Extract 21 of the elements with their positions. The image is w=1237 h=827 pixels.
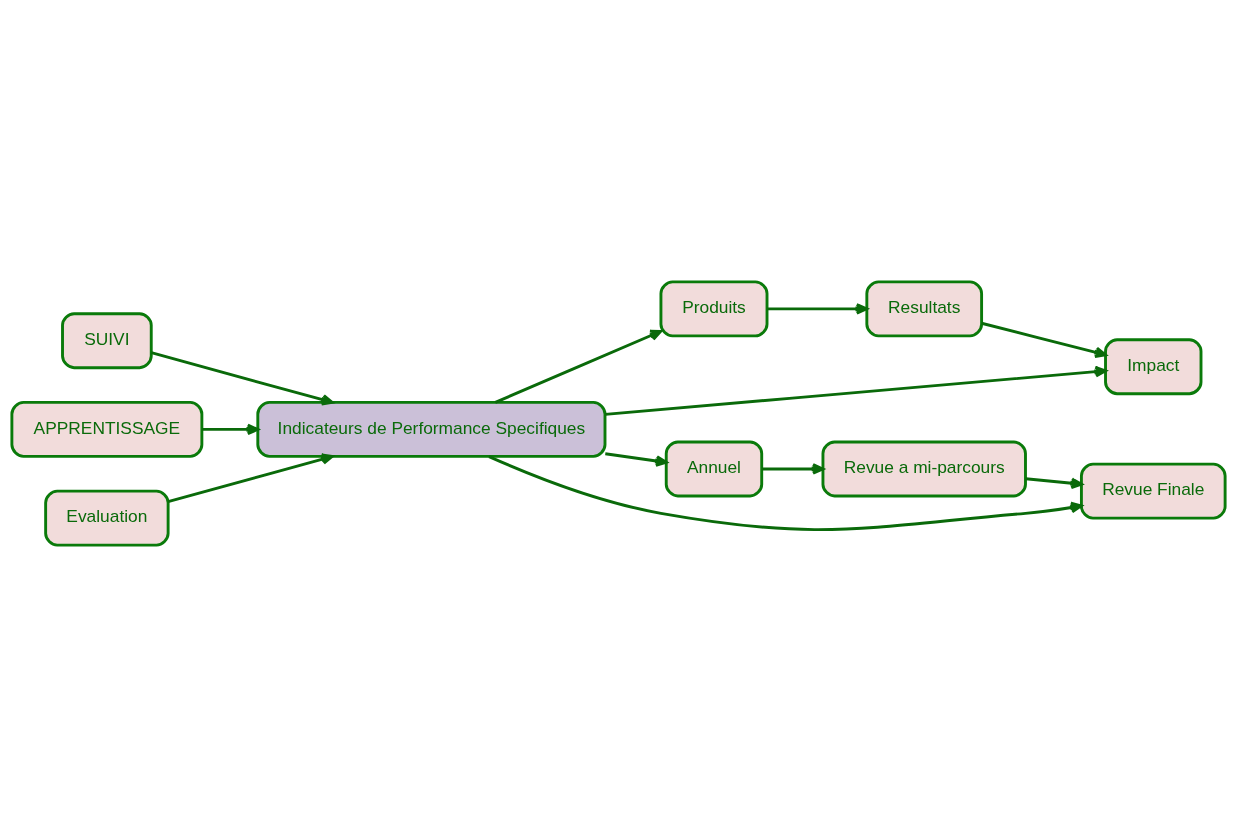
arrow xyxy=(767,303,868,315)
node-box: Impact xyxy=(1104,338,1203,396)
node-box: Annuel xyxy=(664,440,764,498)
node-box: Produits xyxy=(659,280,769,338)
node-box: Revue a mi-parcours xyxy=(821,440,1027,498)
arrow xyxy=(981,321,1107,359)
arrow xyxy=(167,453,334,503)
node-box: Resultats xyxy=(865,280,984,338)
arrow xyxy=(761,463,825,475)
node-box: Evaluation xyxy=(44,489,170,547)
arrow xyxy=(605,452,668,467)
arrow xyxy=(488,455,1083,532)
arrow xyxy=(1025,477,1083,490)
arrow xyxy=(150,351,334,406)
arrow xyxy=(202,423,259,436)
arrow xyxy=(605,365,1107,416)
node-box: SUIVI xyxy=(61,312,153,370)
arrow xyxy=(494,329,663,404)
node-box: APPRENTISSAGE xyxy=(10,400,204,458)
node-box: Revue Finale xyxy=(1079,462,1227,520)
node-box: Indicateurs de Performance Specifiques xyxy=(256,400,607,458)
